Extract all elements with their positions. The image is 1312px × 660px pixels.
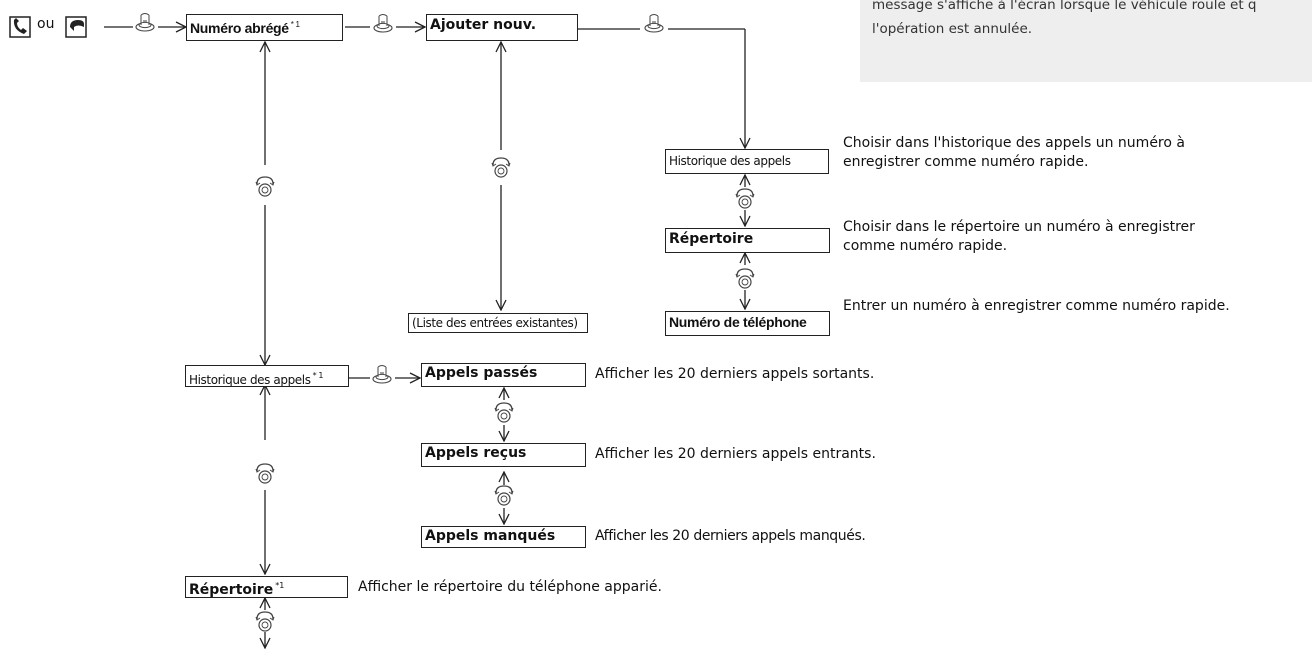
box-ajouter-nouv[interactable]: Ajouter nouv. bbox=[426, 14, 578, 41]
desc-repertoire-line-1: Choisir dans le répertoire un numéro à e… bbox=[843, 219, 1195, 235]
box-appels-manques[interactable]: Appels manqués bbox=[421, 526, 586, 548]
box-label: Ajouter nouv. bbox=[430, 17, 537, 33]
box-historique-main[interactable]: Historique des appels* 1 bbox=[185, 365, 349, 387]
interface-dial-press-icon bbox=[644, 13, 664, 33]
phone-icon bbox=[9, 16, 31, 38]
box-label: Historique des appels bbox=[669, 154, 791, 168]
box-label: (Liste des entrées existantes) bbox=[412, 316, 578, 330]
desc-repertoire-line-2: comme numéro rapide. bbox=[843, 238, 1008, 254]
desc-historique-line-1: Choisir dans l'historique des appels un … bbox=[843, 135, 1185, 151]
box-label: Appels passés bbox=[425, 365, 538, 381]
interface-dial-rotate-icon bbox=[735, 268, 755, 289]
box-historique-top[interactable]: Historique des appels bbox=[665, 149, 829, 174]
note-line-1: message s'affiche à l'écran lorsque le v… bbox=[872, 0, 1257, 13]
interface-dial-rotate-icon bbox=[255, 463, 275, 484]
interface-dial-rotate-icon bbox=[735, 188, 755, 209]
box-label: Répertoire bbox=[669, 231, 754, 247]
interface-dial-rotate-icon bbox=[255, 611, 275, 632]
box-label: Numéro abrégé bbox=[190, 20, 289, 36]
box-numero-telephone[interactable]: Numéro de téléphone bbox=[665, 311, 830, 336]
interface-dial-press-icon bbox=[372, 364, 392, 384]
box-appels-recus[interactable]: Appels reçus bbox=[421, 443, 586, 467]
box-repertoire-top[interactable]: Répertoire bbox=[665, 228, 830, 253]
note-line-2: l'opération est annulée. bbox=[872, 21, 1033, 37]
interface-dial-rotate-icon bbox=[255, 176, 275, 197]
box-appels-passes[interactable]: Appels passés bbox=[421, 363, 586, 387]
box-liste-entrees[interactable]: (Liste des entrées existantes) bbox=[408, 313, 588, 333]
hang-up-icon bbox=[65, 16, 87, 38]
box-label: Répertoire bbox=[189, 582, 274, 598]
desc-historique-line-2: enregistrer comme numéro rapide. bbox=[843, 154, 1089, 170]
footnote-mark: * 1 bbox=[312, 371, 324, 380]
desc-appels-passes: Afficher les 20 derniers appels sortants… bbox=[595, 366, 875, 382]
interface-dial-rotate-icon bbox=[494, 485, 514, 506]
box-label: Appels manqués bbox=[425, 528, 556, 544]
start-connector-ou: ou bbox=[37, 16, 55, 32]
box-repertoire-main[interactable]: Répertoire*1 bbox=[185, 576, 348, 598]
box-label: Appels reçus bbox=[425, 445, 527, 461]
interface-dial-rotate-icon bbox=[494, 402, 514, 423]
footnote-mark: * 1 bbox=[290, 20, 300, 29]
box-label: Historique des appels bbox=[189, 373, 311, 387]
desc-appels-manques: Afficher les 20 derniers appels manqués. bbox=[595, 528, 866, 544]
interface-dial-press-icon bbox=[373, 13, 393, 33]
footnote-mark: *1 bbox=[275, 581, 285, 590]
interface-dial-press-icon bbox=[135, 12, 155, 32]
note-panel: message s'affiche à l'écran lorsque le v… bbox=[860, 0, 1312, 82]
interface-dial-rotate-icon bbox=[491, 157, 511, 178]
desc-numero: Entrer un numéro à enregistrer comme num… bbox=[843, 298, 1230, 314]
desc-appels-recus: Afficher les 20 derniers appels entrants… bbox=[595, 446, 876, 462]
desc-repertoire-main: Afficher le répertoire du téléphone appa… bbox=[358, 579, 662, 595]
box-numero-abrege[interactable]: Numéro abrégé* 1 bbox=[186, 14, 343, 41]
box-label: Numéro de téléphone bbox=[669, 314, 807, 330]
